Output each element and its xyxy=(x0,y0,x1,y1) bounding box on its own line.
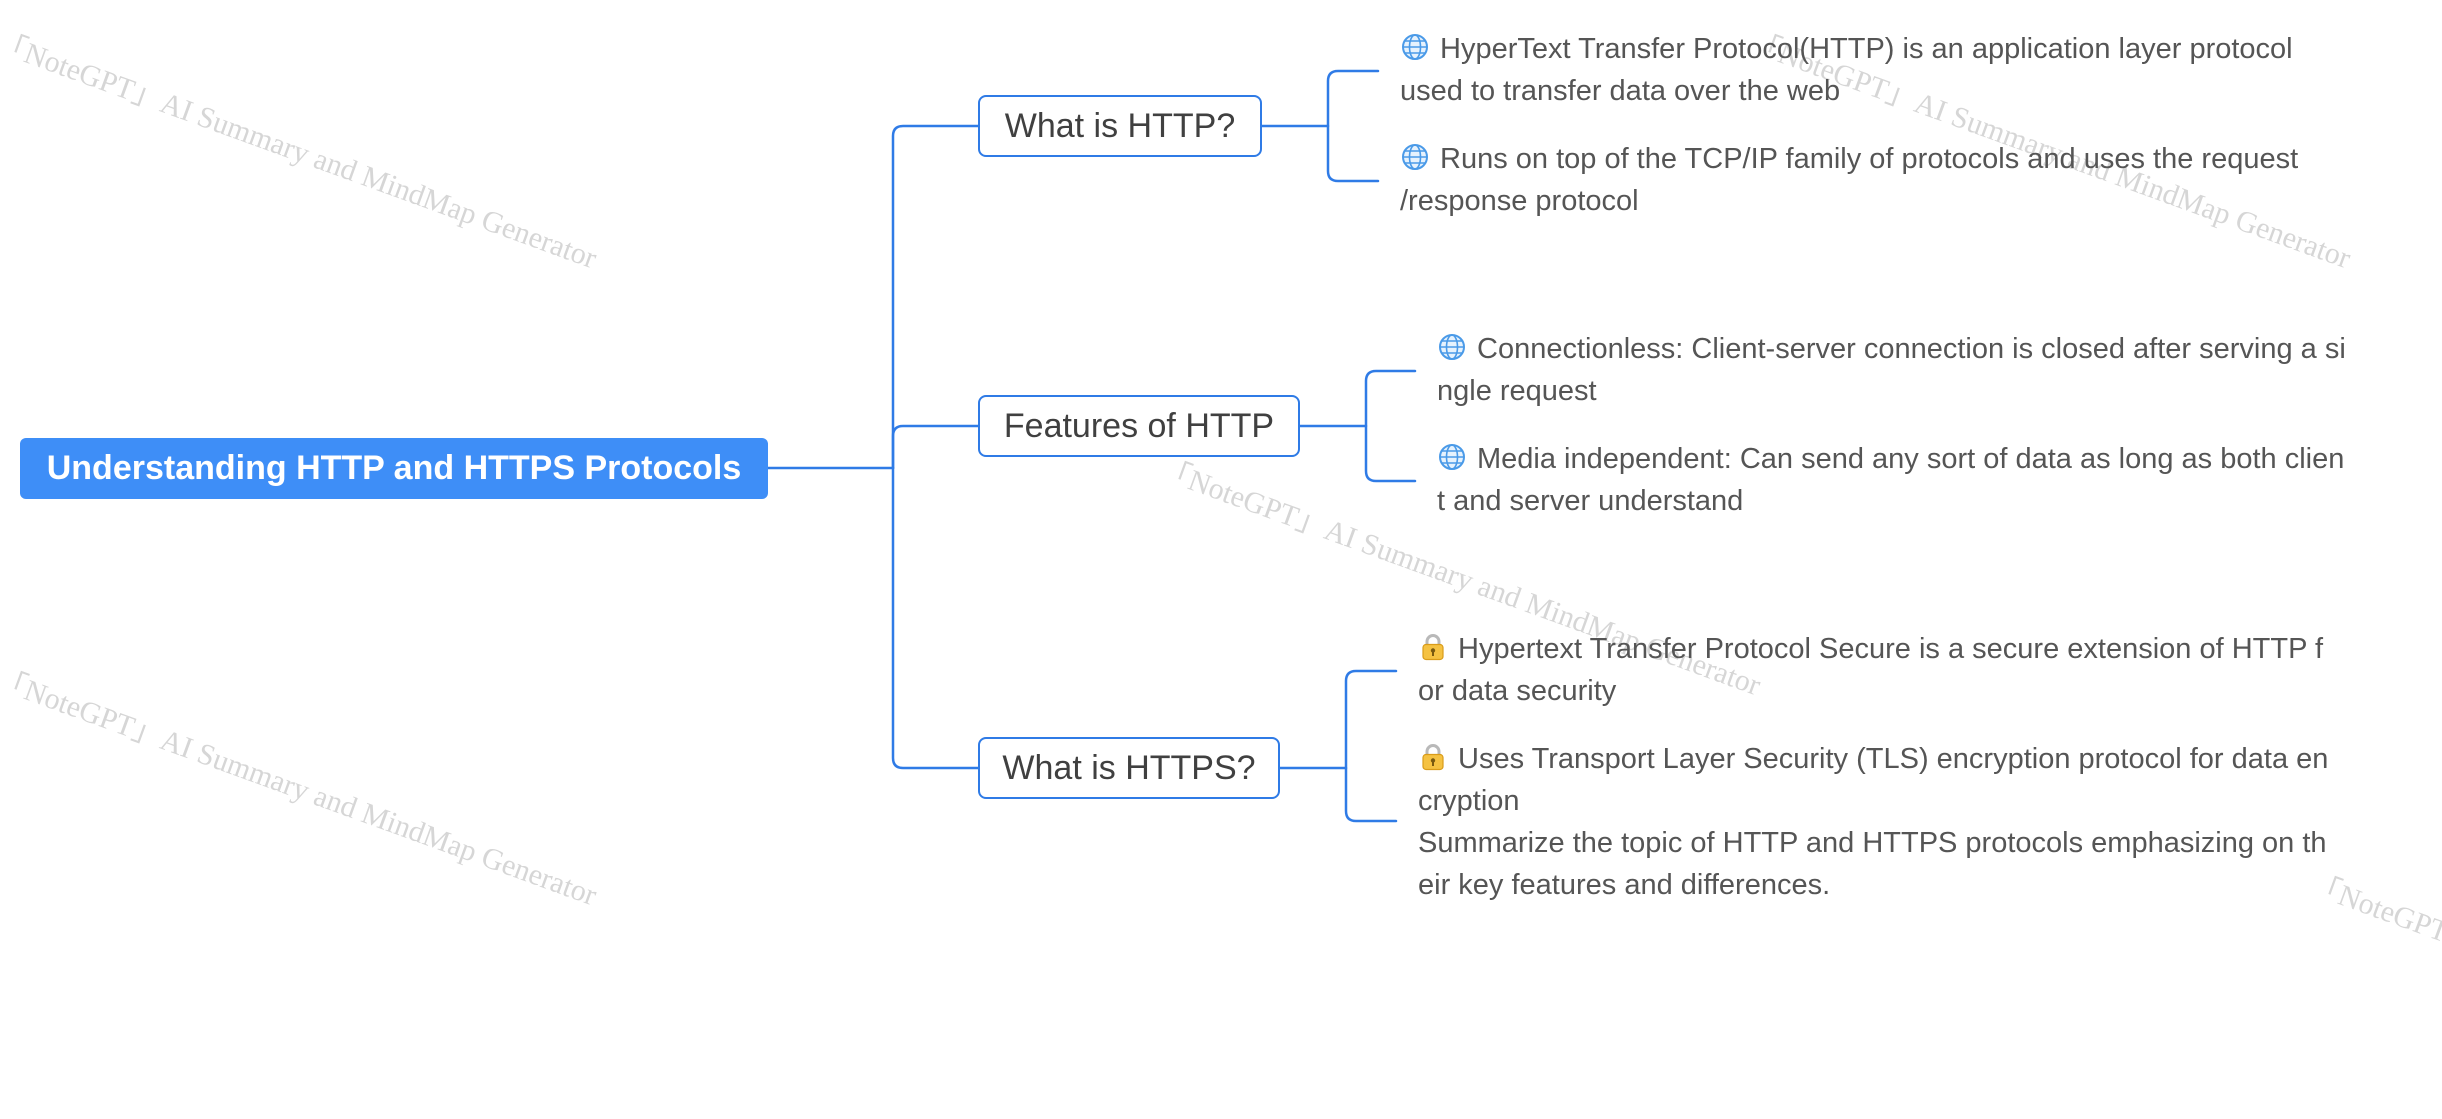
connector-lines xyxy=(766,69,1417,823)
leaf-line: Summarize the topic of HTTP and HTTPS pr… xyxy=(1418,827,2327,859)
leaf-text: HyperText Transfer Protocol(HTTP) is an … xyxy=(1440,33,2293,65)
leaf-line: HyperText Transfer Protocol(HTTP) is an … xyxy=(1400,28,2293,70)
leaf-line: Runs on top of the TCP/IP family of prot… xyxy=(1400,138,2298,180)
branch-label: What is HTTP? xyxy=(1004,106,1236,145)
leaf-line: Connectionless: Client-server connection… xyxy=(1437,328,2346,370)
leaf-line: or data security xyxy=(1418,675,1617,707)
leaf-line: /response protocol xyxy=(1400,185,1639,217)
leaf-line: used to transfer data over the web xyxy=(1400,75,1841,107)
lock-icon xyxy=(1422,744,1444,771)
leaf-line: Uses Transport Layer Security (TLS) encr… xyxy=(1418,738,2328,780)
branch-connector-features xyxy=(891,424,980,470)
lock-icon xyxy=(1422,634,1444,661)
leaf-line: eir key features and differences. xyxy=(1418,869,1831,901)
leaf-node[interactable]: Media independent: Can send any sort of … xyxy=(1437,438,2344,522)
globe-icon xyxy=(1439,334,1465,360)
leaf-text: Media independent: Can send any sort of … xyxy=(1477,443,2345,475)
leaf-node[interactable]: Uses Transport Layer Security (TLS) encr… xyxy=(1418,738,2328,906)
leaf-bracket-https xyxy=(1344,669,1398,823)
branch-node-features-of-http[interactable]: Features of HTTP xyxy=(978,395,1300,457)
globe-icon xyxy=(1402,144,1428,170)
root-node[interactable]: Understanding HTTP and HTTPS Protocols xyxy=(20,438,768,499)
leaf-text: Runs on top of the TCP/IP family of prot… xyxy=(1440,143,2299,175)
branch-connector-http xyxy=(891,124,980,470)
leaf-line: Media independent: Can send any sort of … xyxy=(1437,438,2344,480)
root-label: Understanding HTTP and HTTPS Protocols xyxy=(46,449,742,487)
mindmap-canvas: 「NoteGPT」AI Summary and MindMap Generato… xyxy=(0,26,2442,1117)
globe-icon xyxy=(1439,444,1465,470)
leaf-line: ngle request xyxy=(1437,375,1597,407)
leaf-text: Connectionless: Client-server connection… xyxy=(1477,333,2346,365)
branch-label: Features of HTTP xyxy=(1003,406,1275,445)
leaf-bracket-http xyxy=(1326,69,1380,183)
leaf-node[interactable]: Runs on top of the TCP/IP family of prot… xyxy=(1400,138,2298,222)
leaf-node[interactable]: HyperText Transfer Protocol(HTTP) is an … xyxy=(1400,28,2293,112)
leaf-line: cryption xyxy=(1418,785,1520,817)
leaf-text: Uses Transport Layer Security (TLS) encr… xyxy=(1458,743,2329,775)
leaf-node[interactable]: Connectionless: Client-server connection… xyxy=(1437,328,2346,412)
leaf-text: Hypertext Transfer Protocol Secure is a … xyxy=(1458,633,2324,665)
branch-node-what-is-http[interactable]: What is HTTP? xyxy=(978,95,1262,157)
branch-node-what-is-https[interactable]: What is HTTPS? xyxy=(978,737,1280,799)
globe-icon xyxy=(1402,34,1428,60)
leaf-line: t and server understand xyxy=(1437,485,1744,517)
branch-label: What is HTTPS? xyxy=(1002,748,1256,787)
leaf-bracket-features xyxy=(1364,369,1417,483)
leaf-node[interactable]: Hypertext Transfer Protocol Secure is a … xyxy=(1418,628,2323,712)
leaf-line: Hypertext Transfer Protocol Secure is a … xyxy=(1418,628,2323,670)
branch-connector-https xyxy=(891,466,980,770)
